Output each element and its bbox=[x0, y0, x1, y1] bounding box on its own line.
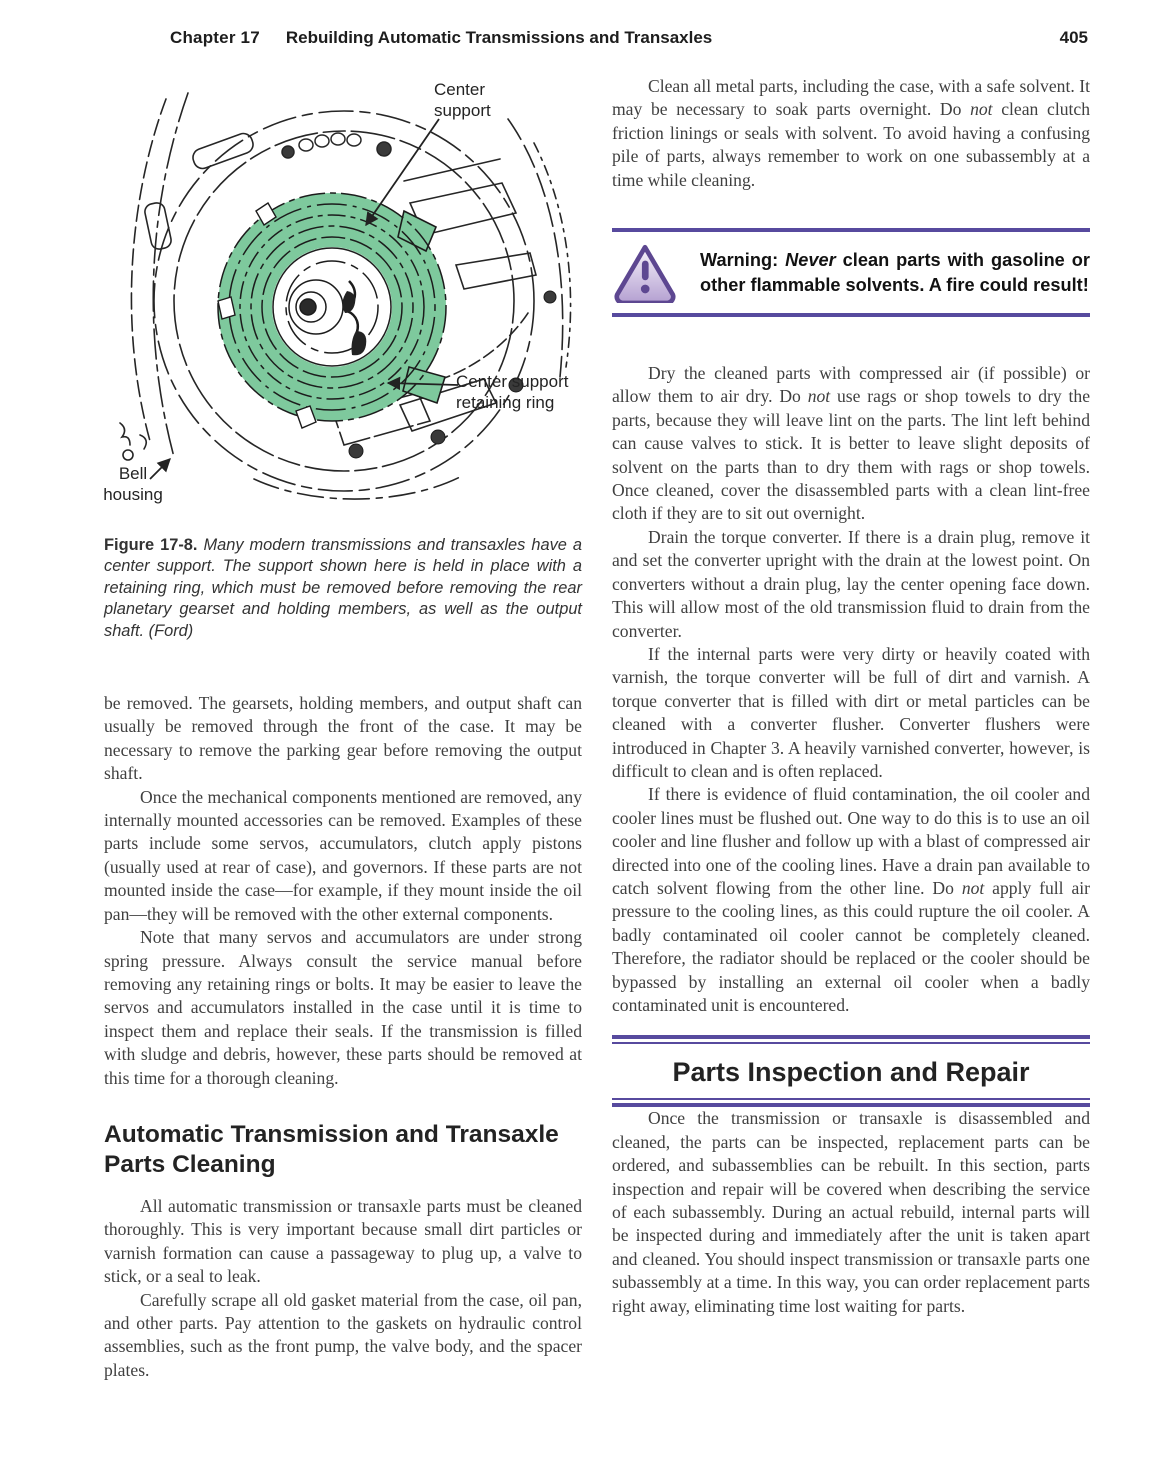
figure-17-8: Center support Center support retaining … bbox=[103, 80, 582, 527]
warning-text: Warning: Never clean parts with gasoline… bbox=[700, 250, 1090, 296]
paragraph: Once the transmission or transaxle is di… bbox=[612, 1108, 1090, 1316]
section-heading-block: Parts Inspection and Repair bbox=[612, 1035, 1090, 1108]
paragraph: If there is evidence of fluid contaminat… bbox=[612, 784, 1090, 1015]
paragraph: If the internal parts were very dirty or… bbox=[612, 643, 1090, 781]
label-center-support: Center support bbox=[434, 80, 491, 120]
right-column: Clean all metal parts, including the cas… bbox=[612, 75, 1090, 1318]
section-heading-parts-inspection: Parts Inspection and Repair bbox=[672, 1057, 1030, 1088]
paragraph: All automatic transmission or transaxle … bbox=[104, 1195, 582, 1287]
figure-caption: Figure 17-8. Many modern transmissions a… bbox=[104, 535, 582, 642]
heading-rule-top-thin bbox=[612, 1042, 1090, 1045]
paragraph: Dry the cleaned parts with compressed ai… bbox=[612, 363, 1091, 524]
section-heading-parts-cleaning: Automatic Transmission and Transaxle Par… bbox=[104, 1120, 559, 1178]
transmission-case-illustration bbox=[119, 92, 572, 500]
heading-rule-bottom-thick bbox=[612, 1103, 1090, 1108]
chapter-label: Chapter 17 bbox=[170, 28, 260, 47]
paragraph: Once the mechanical components mentioned… bbox=[104, 786, 582, 924]
paragraph: Carefully scrape all old gasket material… bbox=[104, 1289, 582, 1380]
chapter-title: Rebuilding Automatic Transmissions and T… bbox=[285, 28, 713, 47]
warning-box: Warning: Never clean parts with gasoline… bbox=[612, 228, 1090, 318]
paragraph: be removed. The gearsets, holding member… bbox=[104, 693, 582, 784]
left-column: Center support Center support retaining … bbox=[103, 78, 582, 1382]
paragraph: Note that many servos and accumulators a… bbox=[104, 927, 582, 1088]
warning-triangle-icon bbox=[614, 244, 676, 304]
figure-caption-lead: Figure 17-8. bbox=[104, 536, 198, 554]
paragraph: Drain the torque converter. If there is … bbox=[612, 526, 1090, 641]
paragraph: Clean all metal parts, including the cas… bbox=[612, 76, 1090, 190]
heading-rule-bottom-thin bbox=[612, 1098, 1090, 1101]
page-number: 405 bbox=[1059, 28, 1088, 47]
running-header: Chapter 17 Rebuilding Automatic Transmis… bbox=[170, 28, 1088, 48]
label-retaining-ring: Center support retaining ring bbox=[456, 372, 569, 412]
figure-caption-text: Many modern transmissions and transaxles… bbox=[104, 536, 583, 640]
callout-arrows bbox=[149, 118, 459, 480]
heading-rule-top-thick bbox=[612, 1035, 1090, 1040]
label-bell-housing: Bell housing bbox=[103, 464, 163, 504]
